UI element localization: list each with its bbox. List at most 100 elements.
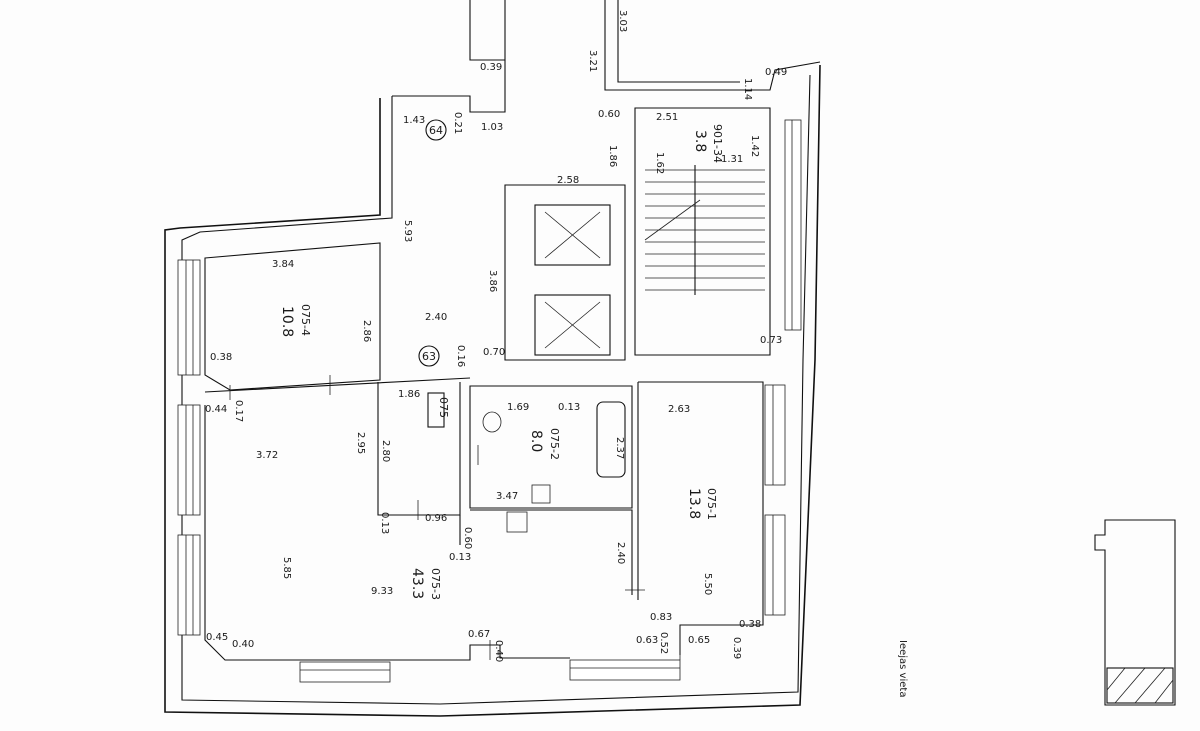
dim-label: 5.85 [281,557,292,579]
dim-label: 2.58 [557,175,579,186]
dim-label: 1.86 [398,389,420,400]
dim-label: 0.39 [480,62,502,73]
shaft-cross [544,211,601,259]
dim-label: 0.40 [493,640,504,662]
window-bottom-left [299,661,391,683]
axis-label: 63 [422,350,436,363]
room-075-walls [377,382,461,516]
room-075-4-label: 075-4 10.8 [279,304,312,337]
sink-kitchen [506,511,528,533]
dim-label: 0.65 [688,635,710,646]
dim-label: 0.40 [232,639,254,650]
dim-label: 9.33 [371,586,393,597]
partition-wall [204,377,471,393]
dim-label: 0.60 [462,527,473,549]
dim-label: 1.03 [481,122,503,133]
outer-wall-inner [181,74,811,705]
dim-label: 0.17 [233,400,244,422]
dim-label: 0.44 [205,404,227,415]
dim-label: 0.13 [449,552,471,563]
corridor-top-wall [392,60,506,113]
dim-label: 0.83 [650,612,672,623]
room-area: 13.8 [686,488,702,519]
dim-label: 0.45 [206,632,228,643]
dim-label: 0.38 [210,352,232,363]
upper-wall-right [604,0,821,91]
dim-label: 0.16 [455,345,466,367]
room-075-1-label: 075-1 13.8 [686,488,718,520]
dim-label: 0.63 [636,635,658,646]
dim-label: 0.21 [452,112,463,134]
dim-label: 2.40 [615,542,626,564]
elevator-shaft-upper [534,204,611,266]
window-stair [784,119,802,331]
dim-label: 3.21 [587,50,598,72]
dim-label: 1.14 [742,78,753,100]
toilet [482,411,502,433]
room-id-box [427,392,445,428]
window-left-lower [177,534,201,636]
room-number: 075-4 [299,304,312,336]
dimension-labels: 3.21 3.03 1.14 0.49 0.60 2.51 1.42 1.86 … [205,10,787,662]
elevator-shaft-lower [534,294,611,356]
window-left-upper [177,259,201,376]
room-number: 901-34 [711,124,724,163]
room-075-2-walls [469,385,633,509]
legend-hatched-area [1106,667,1174,704]
dim-label: 1.42 [749,135,760,157]
dim-label: 0.60 [598,109,620,120]
room-area: 10.8 [279,306,295,337]
room-075-2-label: 075-2 8.0 [528,428,561,460]
shaft-cross [544,301,601,349]
dim-label: 2.80 [380,440,391,462]
room-area: 8.0 [528,430,544,452]
dim-label: 0.39 [731,637,742,659]
upper-wall-right-inner [617,0,740,83]
legend-building-outline [1094,519,1176,706]
room-901-34-label: 901-34 3.8 [692,124,724,163]
window-right-upper [764,384,786,486]
tick-marks [229,375,681,660]
stair-steps [644,165,765,295]
dim-label: 3.72 [256,450,278,461]
room-number: 075 [437,397,450,418]
dim-label: 2.40 [425,312,447,323]
axis-marker-63: 63 [418,345,440,367]
dim-label: 3.86 [487,270,498,292]
dim-label: 1.31 [721,154,743,165]
room-area: 3.8 [692,130,708,152]
dim-label: 5.93 [402,220,413,242]
room-075-label: 075 [427,392,450,428]
dim-label: 1.69 [507,402,529,413]
dim-label: 0.13 [379,512,390,534]
dim-label: 0.70 [483,347,505,358]
dim-label: 1.43 [403,115,425,126]
room-number: 075-3 [429,568,442,600]
dim-label: 0.73 [760,335,782,346]
stairwell-walls [634,107,771,356]
room-075-3-inner-walls [459,509,633,595]
dim-label: 3.84 [272,259,294,270]
axis-label: 64 [429,124,443,137]
dim-label: 0.13 [558,402,580,413]
room-075-3-walls [204,405,570,661]
dim-label: 2.37 [614,437,625,459]
dim-label: 2.95 [355,432,366,454]
bathtub [596,401,626,478]
room-number: 075-2 [548,428,561,460]
upper-wall-left [469,0,506,61]
room-number: 075-1 [705,488,718,520]
dim-label: 2.51 [656,112,678,123]
elevator-block [504,184,626,361]
window-right-lower [764,514,786,616]
dim-label: 0.67 [468,629,490,640]
dim-label: 3.47 [496,491,518,502]
room-area: 43.3 [409,568,425,599]
axis-marker-64: 64 [425,119,447,141]
outer-wall [164,64,821,717]
dim-label: 1.62 [654,152,665,174]
sink [531,484,551,504]
dim-label: 0.38 [739,619,761,630]
room-075-3-label: 075-3 43.3 [409,568,442,600]
